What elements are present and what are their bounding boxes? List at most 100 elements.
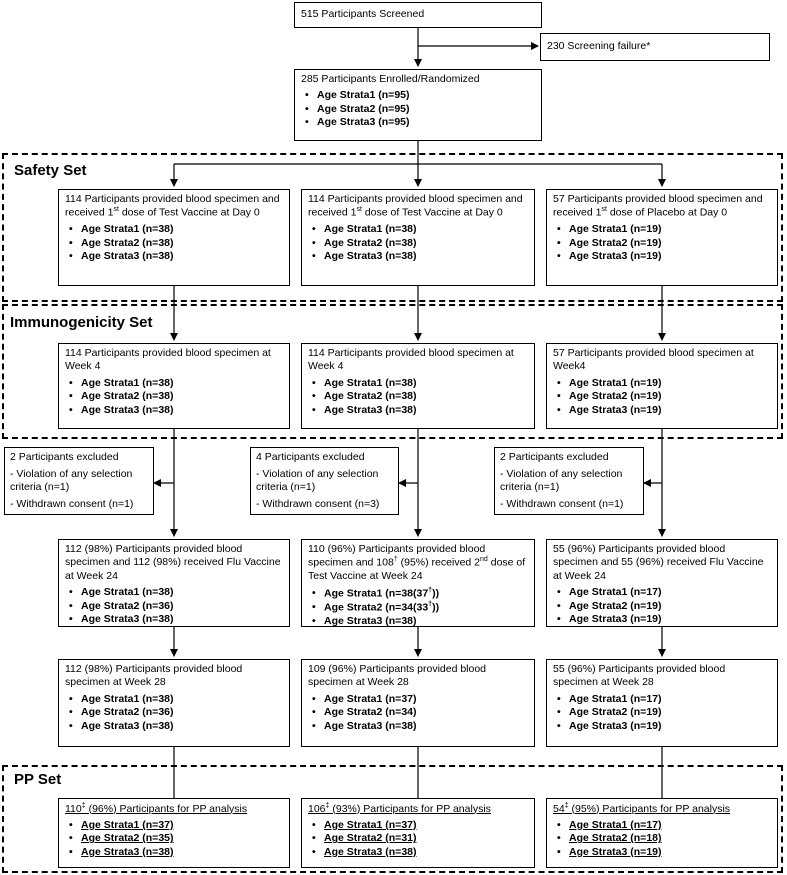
safety-set-label: Safety Set — [14, 162, 87, 179]
list-item: Age Strata1 (n=17) — [557, 586, 771, 600]
list-item: Age Strata2 (n=36) — [69, 600, 283, 614]
safety-title-col1: 114 Participants provided blood specimen… — [65, 193, 280, 219]
strata-list: Age Strata1 (n=38) Age Strata2 (n=36) Ag… — [65, 586, 283, 626]
week24-title-col1: 112 (98%) Participants provided blood sp… — [65, 543, 281, 582]
list-item: Age Strata1 (n=38(37†)) — [312, 587, 528, 601]
excluded-box-col3: 2 Participants excluded - Violation of a… — [494, 447, 644, 515]
pp-title-col3: 54‡ (95%) Participants for PP analysis — [553, 802, 731, 815]
week4-box-col3: 57 Participants provided blood specimen … — [546, 343, 778, 429]
week24-title-col2: 110 (96%) Participants provided blood sp… — [308, 543, 526, 583]
list-item: Age Strata2 (n=34) — [312, 706, 528, 720]
list-item: Age Strata1 (n=95) — [305, 89, 535, 103]
list-item: Age Strata1 (n=19) — [557, 223, 771, 237]
excluded-title: 2 Participants excluded — [10, 451, 119, 463]
week28-box-col2: 109 (96%) Participants provided blood sp… — [301, 659, 535, 747]
list-item: Age Strata3 (n=38) — [69, 250, 283, 264]
list-item: Age Strata2 (n=19) — [557, 237, 771, 251]
list-item: Age Strata1 (n=38) — [69, 377, 283, 391]
excluded-reason-consent: - Withdrawn consent (n=1) — [10, 497, 134, 510]
list-item: Age Strata3 (n=38) — [312, 615, 528, 626]
list-item: Age Strata2 (n=38) — [69, 390, 283, 404]
safety-box-col3: 57 Participants provided blood specimen … — [546, 189, 778, 286]
strata-list: Age Strata1 (n=38) Age Strata2 (n=36) Ag… — [65, 693, 283, 734]
list-item: Age Strata2 (n=34(33†)) — [312, 601, 528, 615]
strata-list: Age Strata1 (n=37) Age Strata2 (n=31) Ag… — [308, 819, 528, 860]
pp-box-col3: 54‡ (95%) Participants for PP analysis A… — [546, 798, 778, 868]
list-item: Age Strata2 (n=19) — [557, 706, 771, 720]
list-item: Age Strata1 (n=38) — [69, 693, 283, 707]
week4-box-col2: 114 Participants provided blood specimen… — [301, 343, 535, 429]
list-item: Age Strata1 (n=38) — [312, 377, 528, 391]
excluded-reason-violation: - Violation of any selection criteria (n… — [10, 467, 133, 494]
week28-title-col1: 112 (98%) Participants provided blood sp… — [65, 663, 243, 689]
week28-title-col2: 109 (96%) Participants provided blood sp… — [308, 663, 487, 689]
immunogenicity-set-label: Immunogenicity Set — [10, 314, 153, 331]
strata-list: Age Strata1 (n=38(37†)) Age Strata2 (n=3… — [308, 587, 528, 626]
list-item: Age Strata1 (n=37) — [312, 693, 528, 707]
list-item: Age Strata2 (n=36) — [69, 706, 283, 720]
list-item: Age Strata3 (n=19) — [557, 613, 771, 626]
strata-list: Age Strata1 (n=38) Age Strata2 (n=38) Ag… — [308, 223, 528, 264]
list-item: Age Strata3 (n=19) — [557, 250, 771, 264]
week24-box-col3: 55 (96%) Participants provided blood spe… — [546, 539, 778, 627]
week28-title-col3: 55 (96%) Participants provided blood spe… — [553, 663, 726, 689]
list-item: Age Strata1 (n=38) — [69, 586, 283, 600]
strata-list: Age Strata1 (n=17) Age Strata2 (n=19) Ag… — [553, 693, 771, 734]
list-item: Age Strata3 (n=38) — [69, 720, 283, 734]
list-item: Age Strata2 (n=19) — [557, 600, 771, 614]
screened-box: 515 Participants Screened — [294, 2, 542, 28]
list-item: Age Strata3 (n=38) — [312, 250, 528, 264]
list-item: Age Strata3 (n=19) — [557, 404, 771, 418]
excluded-reason-consent: - Withdrawn consent (n=3) — [256, 497, 380, 510]
screening-failure-box: 230 Screening failure* — [540, 33, 770, 61]
strata-list: Age Strata1 (n=17) Age Strata2 (n=19) Ag… — [553, 586, 771, 626]
list-item: Age Strata2 (n=19) — [557, 390, 771, 404]
list-item: Age Strata1 (n=19) — [557, 377, 771, 391]
list-item: Age Strata2 (n=38) — [312, 390, 528, 404]
list-item: Age Strata2 (n=38) — [312, 237, 528, 251]
excluded-box-col1: 2 Participants excluded - Violation of a… — [4, 447, 154, 515]
excluded-reason-violation: - Violation of any selection criteria (n… — [500, 467, 623, 494]
pp-box-col1: 110‡ (96%) Participants for PP analysis … — [58, 798, 290, 868]
strata-list: Age Strata1 (n=37) Age Strata2 (n=34) Ag… — [308, 693, 528, 734]
strata-list: Age Strata1 (n=38) Age Strata2 (n=38) Ag… — [308, 377, 528, 418]
excluded-reason-consent: - Withdrawn consent (n=1) — [500, 497, 624, 510]
list-item: Age Strata1 (n=37) — [69, 819, 283, 833]
week24-box-col2: 110 (96%) Participants provided blood sp… — [301, 539, 535, 627]
pp-set-label: PP Set — [14, 771, 62, 788]
safety-box-col2: 114 Participants provided blood specimen… — [301, 189, 535, 286]
list-item: Age Strata3 (n=19) — [557, 720, 771, 734]
week24-title-col3: 55 (96%) Participants provided blood spe… — [553, 543, 764, 582]
week4-title-col1: 114 Participants provided blood specimen… — [65, 347, 271, 373]
list-item: Age Strata1 (n=17) — [557, 693, 771, 707]
excluded-reason-violation: - Violation of any selection criteria (n… — [256, 467, 379, 494]
week4-title-col3: 57 Participants provided blood specimen … — [553, 347, 754, 373]
strata-list: Age Strata1 (n=19) Age Strata2 (n=19) Ag… — [553, 223, 771, 264]
list-item: Age Strata1 (n=38) — [69, 223, 283, 237]
list-item: Age Strata3 (n=38) — [312, 846, 528, 860]
strata-list: Age Strata1 (n=19) Age Strata2 (n=19) Ag… — [553, 377, 771, 418]
list-item: Age Strata2 (n=35) — [69, 832, 283, 846]
strata-list: Age Strata1 (n=38) Age Strata2 (n=38) Ag… — [65, 377, 283, 418]
strata-list: Age Strata1 (n=17) Age Strata2 (n=18) Ag… — [553, 819, 771, 860]
list-item: Age Strata2 (n=38) — [69, 237, 283, 251]
strata-list: Age Strata1 (n=38) Age Strata2 (n=38) Ag… — [65, 223, 283, 264]
list-item: Age Strata3 (n=38) — [69, 613, 283, 626]
safety-box-col1: 114 Participants provided blood specimen… — [58, 189, 290, 286]
list-item: Age Strata2 (n=95) — [305, 103, 535, 117]
excluded-title: 4 Participants excluded — [256, 451, 365, 463]
enrolled-title: 285 Participants Enrolled/Randomized — [301, 73, 480, 85]
screened-text: 515 Participants Screened — [301, 8, 425, 20]
list-item: Age Strata2 (n=18) — [557, 832, 771, 846]
pp-box-col2: 106‡ (93%) Participants for PP analysis … — [301, 798, 535, 868]
list-item: Age Strata3 (n=38) — [312, 404, 528, 418]
list-item: Age Strata3 (n=38) — [69, 846, 283, 860]
screening-failure-text: 230 Screening failure* — [547, 40, 651, 52]
pp-title-col1: 110‡ (96%) Participants for PP analysis — [65, 802, 248, 815]
enrolled-strata-list: Age Strata1 (n=95) Age Strata2 (n=95) Ag… — [301, 89, 535, 130]
safety-set-section — [2, 153, 783, 302]
safety-title-col2: 114 Participants provided blood specimen… — [308, 193, 523, 219]
list-item: Age Strata3 (n=19) — [557, 846, 771, 860]
week4-title-col2: 114 Participants provided blood specimen… — [308, 347, 514, 373]
